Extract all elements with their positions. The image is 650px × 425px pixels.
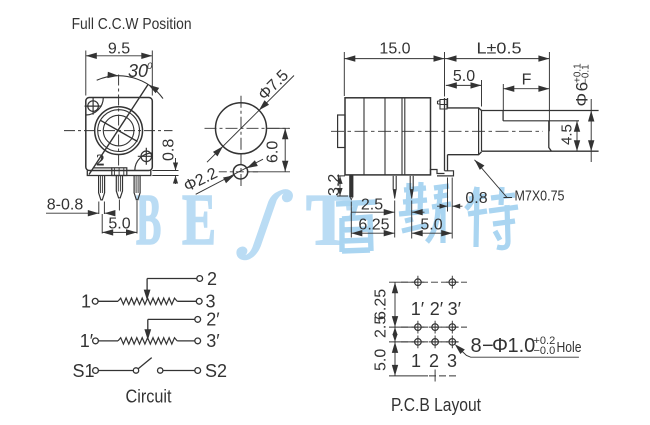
svg-text:3.2: 3.2 (326, 174, 343, 196)
svg-text:3: 3 (205, 292, 215, 312)
svg-text:Φ6: Φ6 (573, 80, 592, 106)
svg-text:2.5: 2.5 (373, 316, 390, 338)
svg-text:6.25: 6.25 (358, 217, 389, 234)
svg-text:3′: 3′ (206, 331, 220, 351)
svg-text:−0.1: −0.1 (581, 64, 592, 84)
svg-text:3: 3 (447, 351, 457, 371)
svg-text:15.0: 15.0 (379, 41, 410, 58)
svg-text:Circuit: Circuit (126, 387, 172, 407)
svg-text:5.0: 5.0 (108, 216, 130, 233)
svg-text:6.0: 6.0 (265, 141, 282, 163)
svg-text:2′: 2′ (206, 310, 220, 330)
svg-text:5.0: 5.0 (420, 217, 442, 234)
svg-text:2.5: 2.5 (361, 197, 383, 214)
svg-text:2′: 2′ (430, 299, 444, 319)
svg-text:1: 1 (411, 351, 421, 371)
svg-text:P.C.B Layout: P.C.B Layout (391, 394, 481, 415)
svg-text:1.0: 1.0 (508, 335, 536, 357)
svg-text:1: 1 (81, 292, 91, 312)
svg-text:Φ: Φ (492, 335, 508, 357)
svg-text:1′: 1′ (80, 331, 94, 351)
svg-text:F: F (522, 72, 532, 89)
svg-text:8: 8 (471, 335, 482, 357)
svg-text:−0.0: −0.0 (534, 345, 556, 357)
svg-text:2: 2 (207, 269, 217, 289)
svg-text:3′: 3′ (448, 299, 462, 319)
svg-text:6.25: 6.25 (373, 289, 390, 320)
svg-text:L±0.5: L±0.5 (477, 41, 522, 58)
svg-text:8-0.8: 8-0.8 (47, 197, 84, 214)
svg-text:1′: 1′ (411, 299, 425, 319)
svg-text:S2: S2 (205, 361, 227, 381)
svg-text:30: 30 (128, 61, 148, 81)
svg-text:5.0: 5.0 (373, 349, 390, 371)
svg-text:Full C.C.W Position: Full C.C.W Position (72, 16, 192, 33)
svg-text:+0.1: +0.1 (573, 63, 584, 83)
svg-text:0: 0 (147, 61, 153, 72)
svg-text:0.8: 0.8 (465, 190, 487, 207)
svg-text:S1: S1 (72, 361, 94, 381)
svg-text:4.5: 4.5 (559, 124, 576, 145)
svg-text:−: − (482, 335, 494, 357)
svg-text:9.5: 9.5 (108, 41, 130, 58)
svg-text:0.8: 0.8 (161, 139, 178, 161)
svg-text:+0.2: +0.2 (534, 335, 556, 347)
svg-text:M7X0.75: M7X0.75 (515, 188, 565, 205)
svg-text:2: 2 (96, 151, 105, 170)
svg-text:2: 2 (429, 351, 439, 371)
svg-text:5.0: 5.0 (453, 68, 475, 85)
svg-text:Hole: Hole (557, 339, 582, 356)
